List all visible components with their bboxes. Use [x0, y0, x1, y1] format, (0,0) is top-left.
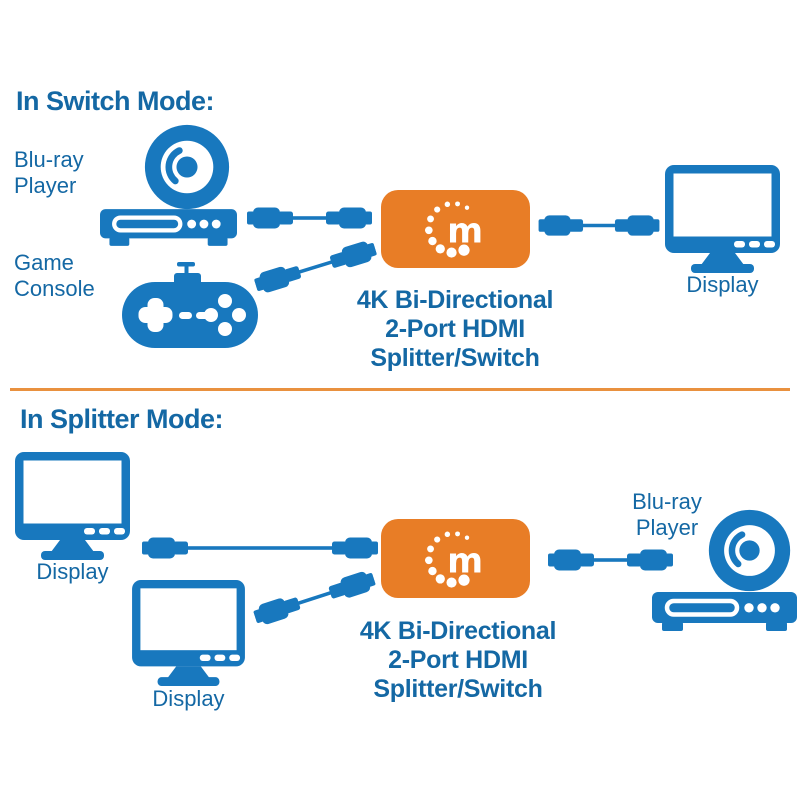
game-controller-icon: [122, 262, 258, 348]
game-console-label: Game Console: [14, 250, 95, 302]
section-divider: [10, 388, 790, 391]
hdmi-cable-icon: [247, 203, 372, 233]
display-label: Display: [15, 559, 130, 585]
hdmi-cable-icon: [142, 533, 378, 563]
device-title-line2: 2-Port HDMI: [385, 315, 525, 343]
bluray-disc-icon: [143, 123, 231, 211]
bluray-player-label: Blu-ray Player: [622, 489, 712, 541]
device-title: 4K Bi-Directional 2-Port HDMI Splitter/S…: [330, 286, 580, 373]
display-label: Display: [132, 686, 245, 712]
game-console-label-line2: Console: [14, 276, 95, 301]
bluray-disc-icon: [707, 508, 792, 593]
device-title-line1: 4K Bi-Directional: [359, 617, 557, 645]
bluray-player-label-line2: Player: [635, 515, 699, 540]
display-label-text: Display: [36, 559, 109, 584]
device-title-line3: Splitter/Switch: [373, 675, 543, 703]
bluray-player-label-line1: Blu-ray: [632, 489, 702, 514]
device-title: 4K Bi-Directional 2-Port HDMI Splitter/S…: [333, 617, 583, 704]
manhattan-logo-letter: m: [447, 212, 483, 252]
manhattan-logo: m: [424, 201, 483, 258]
display-label-text: Display: [152, 686, 225, 711]
device-title-line2: 2-Port HDMI: [388, 646, 528, 674]
splitter-switch-device: m: [381, 519, 530, 598]
game-console-label-line1: Game: [14, 250, 74, 275]
device-title-line3: Splitter/Switch: [370, 344, 540, 372]
bluray-player-label-line1: Blu-ray: [14, 147, 84, 172]
display-monitor-icon: [15, 452, 130, 560]
manhattan-logo: m: [424, 530, 483, 588]
display-label-text: Display: [686, 272, 759, 297]
bluray-player-label: Blu-ray Player: [14, 147, 84, 199]
manhattan-logo-letter: m: [447, 541, 483, 581]
display-label: Display: [665, 272, 780, 298]
hdmi-cable-icon: [538, 211, 660, 240]
switch-mode-heading: In Switch Mode:: [16, 86, 215, 116]
hdmi-cable-icon: [548, 545, 673, 575]
display-monitor-icon: [665, 165, 780, 273]
player-deck-icon: [100, 208, 237, 247]
player-deck-icon: [652, 592, 797, 631]
bluray-player-label-line2: Player: [14, 173, 77, 198]
device-title-line1: 4K Bi-Directional: [356, 286, 554, 314]
display-monitor-icon: [132, 580, 245, 686]
splitter-switch-device: m: [381, 190, 530, 268]
splitter-mode-heading: In Splitter Mode:: [20, 404, 224, 434]
